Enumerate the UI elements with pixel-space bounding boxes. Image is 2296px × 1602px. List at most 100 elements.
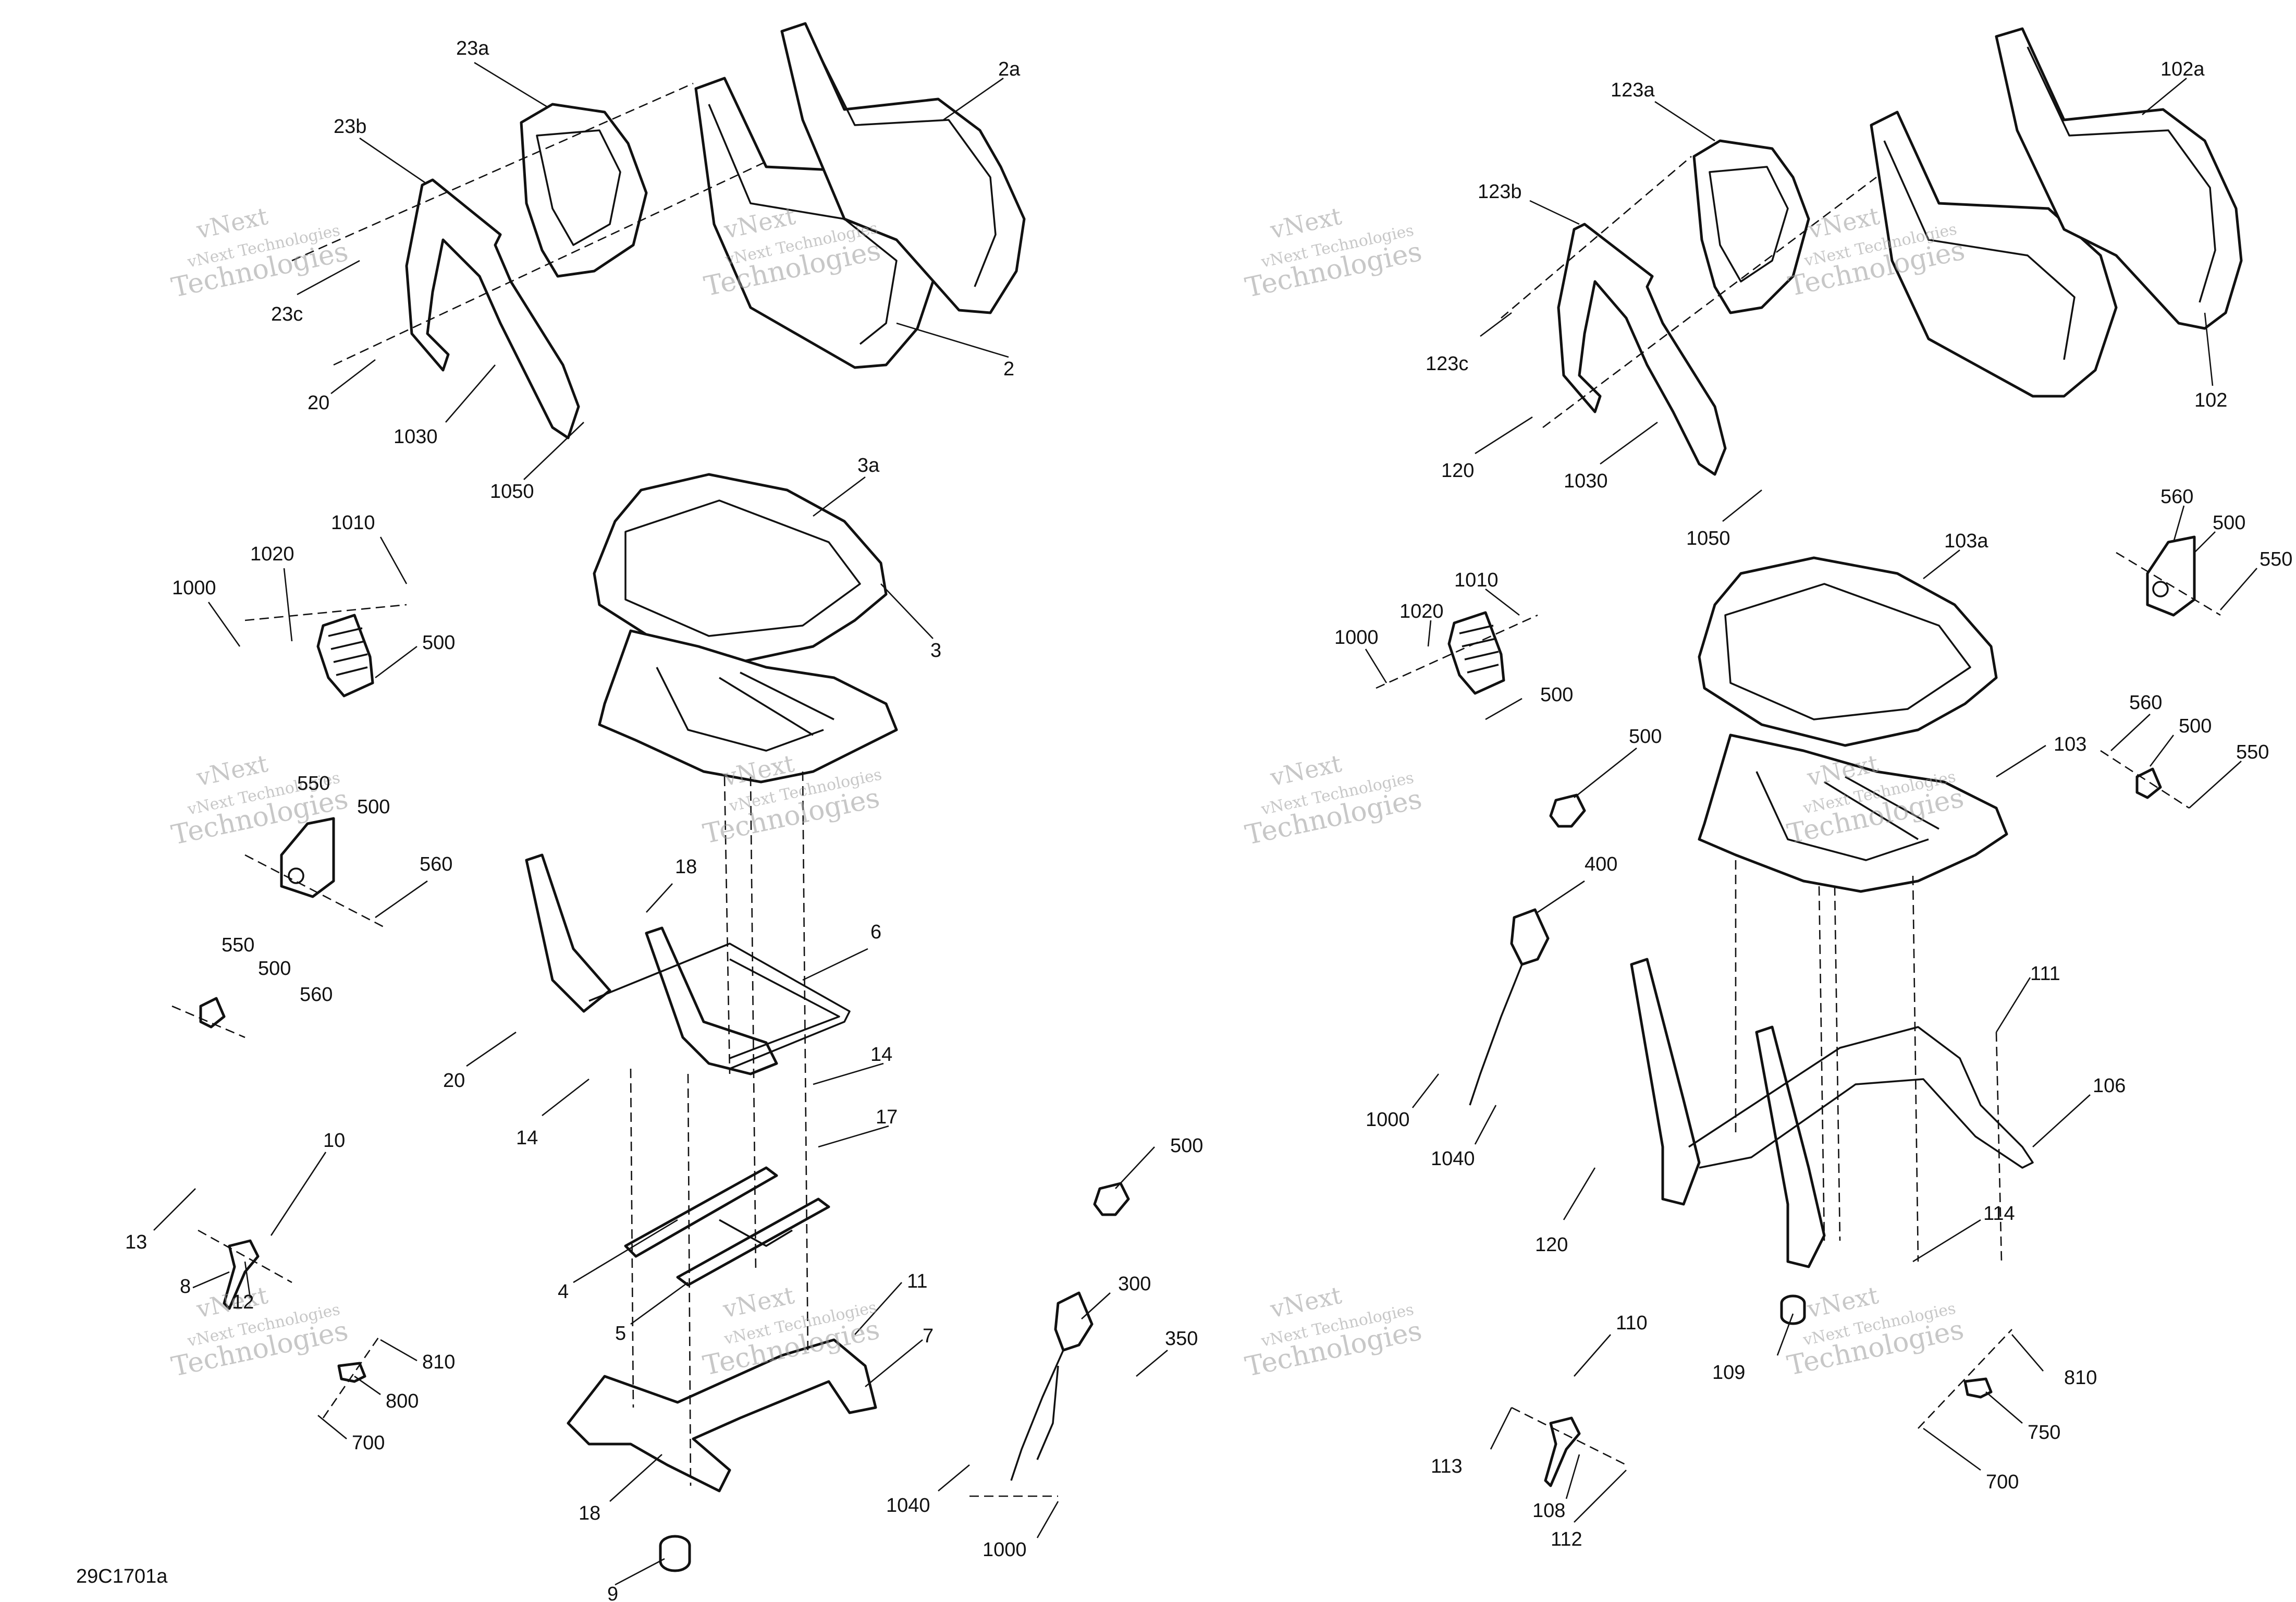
- callout-500a: 500: [422, 632, 455, 654]
- callout-23c: 23c: [271, 303, 303, 325]
- callout-810a: 810: [422, 1351, 455, 1373]
- callout-550a: 550: [297, 773, 330, 794]
- callout-700b: 700: [1986, 1471, 2019, 1493]
- belt-clip-500-left: [1093, 1182, 1130, 1216]
- small-bracket-800: [337, 1362, 366, 1383]
- hinge-bracket-500-right: [1447, 611, 1505, 695]
- callout-810b: 810: [2064, 1367, 2097, 1389]
- callout-1020a: 1020: [250, 543, 294, 565]
- latch-500-right: [2146, 535, 2196, 617]
- callout-111: 111: [2030, 963, 2060, 985]
- callout-113: 113: [1431, 1456, 1463, 1477]
- callout-500b: 500: [357, 796, 390, 818]
- callout-10: 10: [323, 1130, 345, 1152]
- assembly-lines: [171, 82, 2221, 1497]
- callout-1010a: 1010: [331, 512, 375, 534]
- callout-123a: 123a: [1611, 79, 1655, 101]
- callout-3: 3: [930, 640, 941, 662]
- callout-11: 11: [907, 1270, 927, 1292]
- callout-18b: 18: [579, 1502, 600, 1524]
- callout-550c: 550: [2260, 548, 2292, 570]
- seat-frame-106: [1630, 958, 2034, 1268]
- frame-23b: [405, 178, 580, 439]
- seat-cushion-3a: [593, 473, 888, 664]
- callout-500f: 500: [1540, 684, 1573, 706]
- callout-500d: 500: [1170, 1135, 1203, 1157]
- callout-1010b: 1010: [1454, 569, 1499, 591]
- backrest-shell-2: [694, 77, 940, 369]
- watermark-6: vNext vNext Technologies Technologies: [701, 1281, 882, 1382]
- callout-1000b: 1000: [983, 1539, 1027, 1561]
- callout-1050a: 1050: [490, 481, 534, 503]
- callout-1050b: 1050: [1686, 528, 1730, 549]
- callout-7: 7: [923, 1325, 934, 1347]
- watermark-7: vNext vNext Technologies Technologies: [1243, 202, 1425, 304]
- seat-base-103: [1698, 733, 2008, 893]
- callout-103a: 103a: [1944, 530, 1988, 552]
- callout-560c: 560: [2160, 486, 2193, 508]
- callout-109: 109: [1712, 1362, 1745, 1384]
- seat-frame-6: [525, 853, 851, 1075]
- callout-23a: 23a: [456, 38, 489, 59]
- callout-400: 400: [1585, 853, 1617, 875]
- callout-20b: 20: [443, 1070, 465, 1092]
- frame-123b: [1557, 223, 1727, 476]
- callout-560a: 560: [420, 853, 452, 875]
- callout-700a: 700: [352, 1432, 385, 1454]
- callout-1000d: 1000: [1366, 1109, 1410, 1131]
- callout-2: 2: [1003, 358, 1014, 380]
- callout-18a: 18: [675, 856, 697, 878]
- callout-1030b: 1030: [1564, 470, 1608, 492]
- callout-500g: 500: [2179, 715, 2212, 737]
- callout-110: 110: [1616, 1312, 1648, 1334]
- watermark-9: vNext vNext Technologies Technologies: [1243, 749, 1425, 851]
- callout-800: 800: [386, 1390, 419, 1412]
- callout-108: 108: [1532, 1500, 1565, 1522]
- callout-1020b: 1020: [1399, 601, 1444, 622]
- callout-2a: 2a: [998, 58, 1021, 80]
- seat-base-3: [598, 629, 898, 784]
- callout-14b: 14: [516, 1127, 538, 1149]
- small-bracket-750: [1963, 1377, 1993, 1399]
- callout-500e: 500: [2213, 512, 2245, 534]
- backrest-shell-102: [1870, 111, 2118, 398]
- seat-cushion-103a: [1698, 556, 1998, 747]
- seatbelt-buckle-400: [1469, 908, 1550, 1106]
- callout-9: 9: [607, 1583, 618, 1602]
- headrest-123a: [1692, 139, 1810, 314]
- callout-123c: 123c: [1426, 353, 1468, 375]
- lever-8: [223, 1239, 260, 1310]
- callout-1040a: 1040: [886, 1495, 930, 1517]
- callout-112: 112: [1551, 1528, 1582, 1550]
- hinge-bracket-500-left: [316, 614, 374, 698]
- callout-120a: 120: [1441, 460, 1474, 482]
- callout-300: 300: [1118, 1273, 1151, 1295]
- slide-rails-4-5: [624, 1166, 830, 1287]
- bushing-9: [659, 1535, 691, 1572]
- headrest-23a: [520, 103, 648, 278]
- base-frame-7: [567, 1338, 877, 1493]
- callout-13: 13: [125, 1231, 147, 1253]
- callout-1000a: 1000: [172, 577, 216, 599]
- callout-102: 102: [2194, 389, 2227, 411]
- callout-106: 106: [2093, 1075, 2126, 1097]
- watermark-11: vNext vNext Technologies Technologies: [1243, 1281, 1425, 1383]
- backrest-pad-102a: [1995, 27, 2243, 330]
- callout-14a: 14: [870, 1044, 892, 1066]
- callout-550b: 550: [222, 934, 254, 956]
- callout-1030a: 1030: [394, 426, 438, 448]
- callout-labels: 23a 2a 23b 23c 2 20 1030 1050 3a 3 1000 …: [125, 38, 2292, 1602]
- callout-17: 17: [876, 1106, 898, 1128]
- backrest-pad-2a: [780, 22, 1026, 314]
- callout-550d: 550: [2236, 741, 2269, 763]
- watermark-1: vNext vNext Technologies Technologies: [169, 202, 351, 304]
- callout-6: 6: [870, 921, 881, 943]
- callout-560b: 560: [300, 984, 333, 1006]
- leader-lines: [153, 62, 2257, 1586]
- callout-3a: 3a: [857, 455, 880, 476]
- callout-750: 750: [2028, 1422, 2060, 1444]
- callout-123b: 123b: [1478, 181, 1522, 203]
- callout-500h: 500: [1629, 726, 1662, 748]
- bushing-109: [1780, 1294, 1806, 1325]
- callout-1040b: 1040: [1431, 1148, 1475, 1170]
